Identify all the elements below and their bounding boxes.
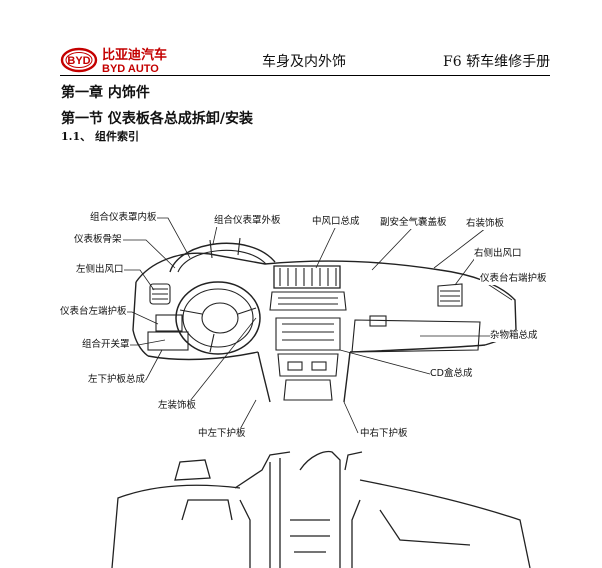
label-mid-right-lower: 中右下护板 [360, 428, 408, 440]
lower-frame-drawing [111, 450, 531, 568]
label-left-trim: 左装饰板 [158, 400, 197, 412]
label-bracket: 仪表板骨架 [74, 234, 122, 246]
label-cd-box: CD盒总成 [430, 368, 473, 380]
label-center-vent: 中风口总成 [312, 216, 360, 228]
label-glovebox: 杂物箱总成 [490, 330, 538, 342]
label-cluster-outer: 组合仪表罩外板 [214, 215, 281, 227]
steering-wheel [175, 281, 261, 355]
label-right-end-cover: 仪表台右端护板 [480, 273, 547, 285]
left-vent-shape [149, 283, 171, 305]
label-left-end-cover: 仪表台左端护板 [60, 306, 127, 318]
right-vent-shape [437, 283, 463, 307]
cluster-hood [169, 237, 276, 273]
label-right-trim: 右装饰板 [466, 218, 505, 230]
label-left-vent: 左侧出风口 [76, 264, 124, 276]
chapter-title: 第一章 内饰件 [61, 85, 150, 101]
section-title: 第一节 仪表板各总成拆卸/安装 [61, 111, 253, 127]
byd-logo: BYD 比亚迪汽车 BYD AUTO [60, 47, 167, 75]
label-left-lower-cover: 左下护板总成 [88, 374, 146, 386]
label-mid-left-lower: 中左下护板 [198, 428, 246, 440]
brand-en: BYD AUTO [102, 63, 159, 75]
center-stack [269, 265, 347, 401]
subsection-title: 1.1、 组件索引 [61, 130, 139, 143]
label-switch-cover: 组合开关罩 [82, 339, 130, 351]
left-lower-panel-shape [147, 314, 189, 351]
label-cluster-inner: 组合仪表罩内板 [90, 212, 157, 224]
header-center-title: 车身及内外饰 [262, 54, 346, 70]
label-airbag-cover: 副安全气囊盖板 [380, 217, 447, 229]
logo-mark-text: BYD [67, 55, 90, 67]
brand-cn: 比亚迪汽车 [102, 47, 167, 63]
label-right-vent: 右侧出风口 [474, 248, 522, 260]
glovebox-shape [351, 315, 481, 353]
header-right-title: F6 轿车维修手册 [443, 54, 551, 70]
header-rule [60, 75, 550, 76]
